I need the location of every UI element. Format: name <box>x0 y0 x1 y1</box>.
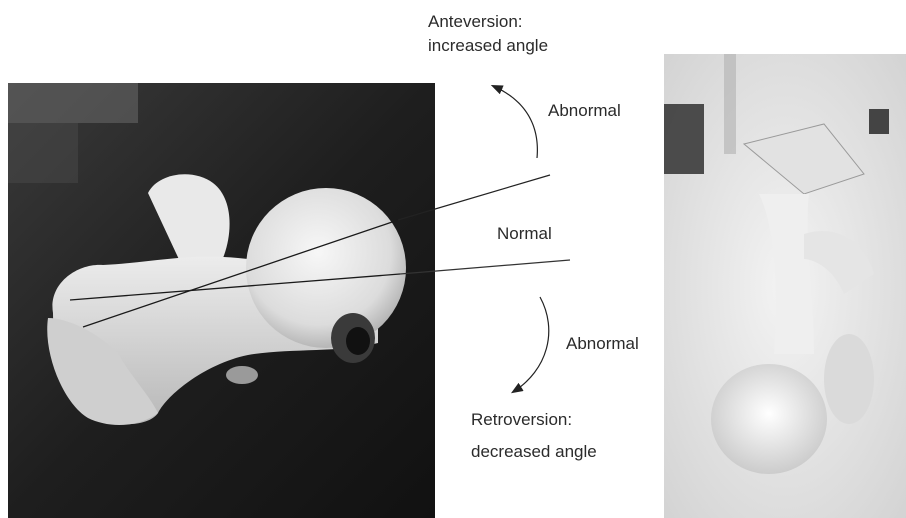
normal-label: Normal <box>497 222 552 246</box>
anteversion-label: Anteversion: increased angle <box>428 10 548 58</box>
retroversion-arrow <box>513 297 549 392</box>
abnormal-top-label: Abnormal <box>548 99 621 123</box>
anteversion-arrow <box>493 86 537 158</box>
anteversion-label-line1: Anteversion: <box>428 10 548 34</box>
normal-axis-line <box>400 260 570 274</box>
retroversion-label: Retroversion: decreased angle <box>471 408 597 464</box>
anteverted-axis-line <box>398 175 550 220</box>
retroversion-label-line2: decreased angle <box>471 440 597 464</box>
retroversion-label-line1: Retroversion: <box>471 408 597 432</box>
anteversion-label-line2: increased angle <box>428 34 548 58</box>
abnormal-bottom-label: Abnormal <box>566 332 639 356</box>
